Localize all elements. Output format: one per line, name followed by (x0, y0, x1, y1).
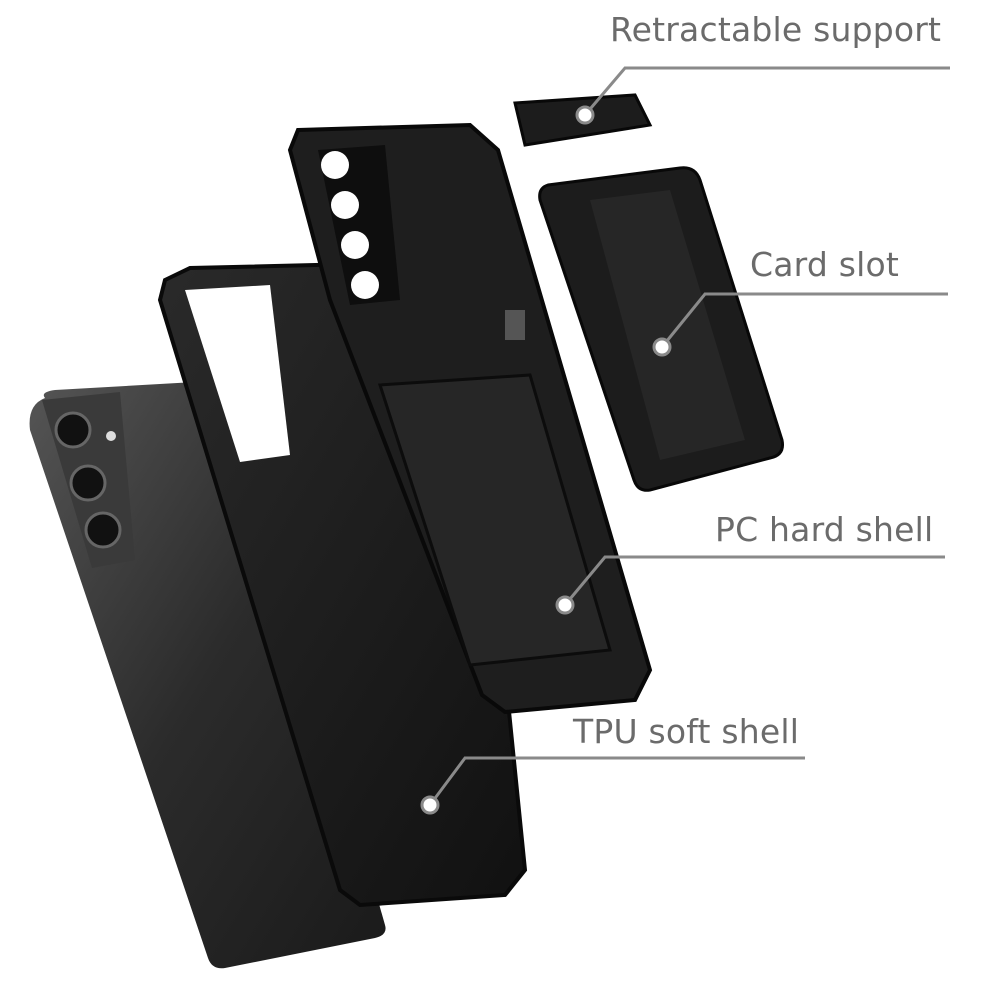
callout-lines (428, 66, 950, 806)
callout-dot (652, 337, 672, 357)
camera-cutout (185, 285, 290, 462)
camera-lens (54, 411, 92, 449)
label-card-slot: Card slot (750, 245, 899, 284)
pc-hard-shell (287, 122, 653, 715)
label-pc-hard-shell: PC hard shell (715, 510, 934, 549)
camera-lens (84, 511, 122, 549)
camera-lens (69, 464, 107, 502)
callout-dot (575, 105, 595, 125)
label-tpu-soft-shell: TPU soft shell (573, 712, 800, 751)
callout-dot (420, 795, 440, 815)
phone (29, 380, 386, 969)
label-retractable-support: Retractable support (610, 10, 942, 49)
callout-dot (555, 595, 575, 615)
card-slot (538, 166, 784, 492)
flash (106, 431, 116, 441)
